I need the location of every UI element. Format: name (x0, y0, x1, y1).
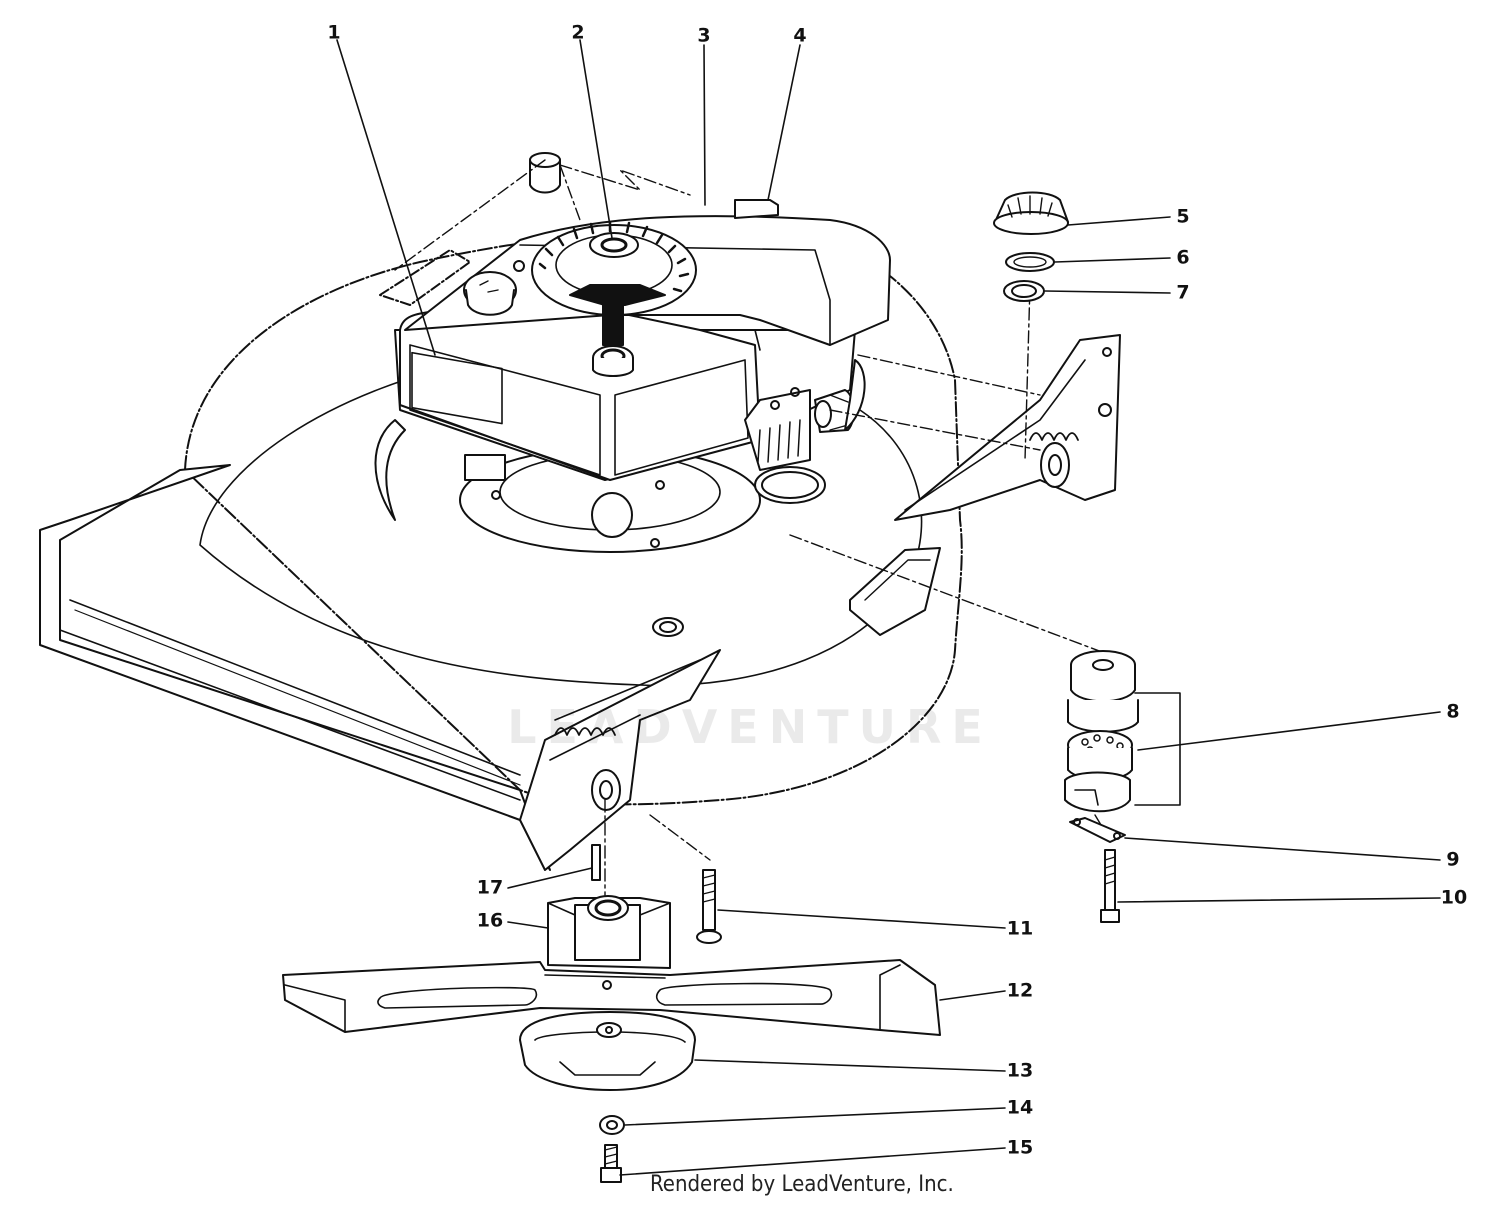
callout-15: 15 (1006, 1136, 1034, 1159)
blade-adapter-stack (1064, 650, 1181, 923)
callout-5: 5 (1176, 205, 1190, 228)
callout-17: 17 (476, 876, 504, 899)
callout-10: 10 (1440, 886, 1468, 909)
render-credit: Rendered by LeadVenture, Inc. (650, 1172, 954, 1197)
callout-7: 7 (1176, 281, 1190, 304)
callout-6: 6 (1176, 246, 1190, 269)
leader-lines (336, 39, 1441, 1176)
watermark-text: LEADVENTURE (507, 700, 993, 754)
callout-13: 13 (1006, 1059, 1034, 1082)
engine (374, 152, 891, 553)
assembly-lines (394, 159, 1111, 896)
callout-3: 3 (697, 24, 711, 47)
callout-12: 12 (1006, 979, 1034, 1002)
callout-4: 4 (793, 24, 807, 47)
front-height-bracket (519, 649, 721, 871)
callout-16: 16 (476, 909, 504, 932)
callout-2: 2 (571, 21, 585, 44)
callout-1: 1 (327, 21, 341, 44)
blade-assembly (282, 844, 941, 1183)
wheel-bearing-parts (993, 191, 1069, 302)
callout-9: 9 (1446, 848, 1460, 871)
callout-8: 8 (1446, 700, 1460, 723)
callout-11: 11 (1006, 917, 1034, 940)
rear-height-bracket (894, 334, 1121, 521)
callout-14: 14 (1006, 1096, 1034, 1119)
